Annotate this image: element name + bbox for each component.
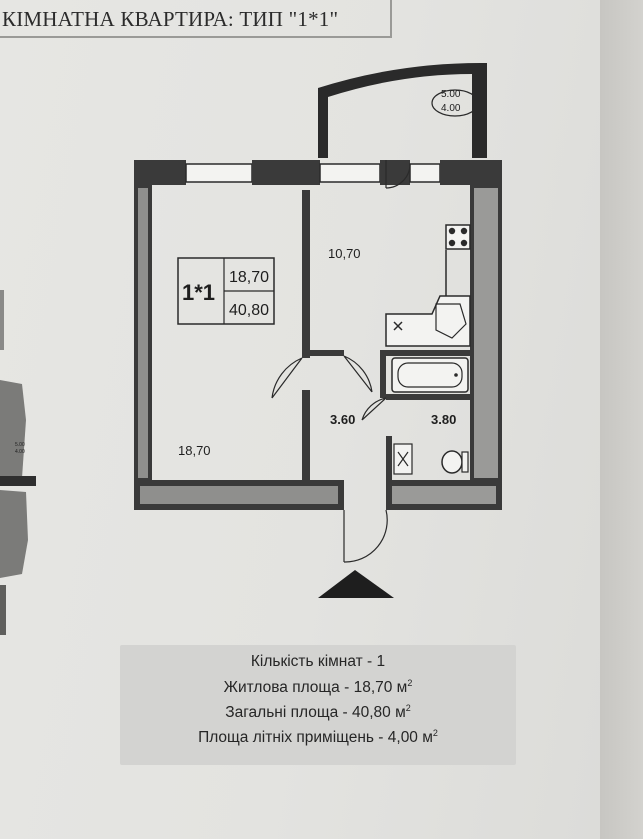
entrance-arrow-icon [318, 570, 394, 598]
apartment-type-label: 1*1 18,70 40,80 [177, 257, 275, 325]
neighbor-balcony-area-full: 5.00 [15, 442, 25, 448]
apartment-type: 1*1 [182, 280, 215, 305]
summer-area-line: Площа літніх приміщень - 4,00 м2 [198, 728, 438, 747]
bathroom-area: 3.80 [431, 412, 456, 427]
living-area-tag: 18,70 [229, 269, 269, 286]
doors [271, 160, 411, 563]
living-area-line: Житлова площа - 18,70 м2 [223, 678, 413, 697]
rooms-count: Кількість кімнат - 1 [250, 653, 386, 670]
total-area-line: Загальні площа - 40,80 м2 [225, 703, 411, 722]
summary-box: Кількість кімнат - 1 Житлова площа - 18,… [120, 645, 516, 765]
kitchen-area: 10,70 [328, 246, 361, 261]
bathroom-fixtures [391, 357, 469, 475]
title-box: КІМНАТНА КВАРТИРА: ТИП "1*1" [0, 0, 392, 38]
page-title: КІМНАТНА КВАРТИРА: ТИП "1*1" [2, 7, 339, 31]
paper-edge [600, 0, 643, 839]
hall-area: 3.60 [330, 412, 355, 427]
balcony-area-reduced: 4.00 [441, 103, 461, 114]
total-area-tag: 40,80 [229, 302, 269, 319]
interior-walls [302, 190, 472, 482]
exterior-walls [134, 160, 502, 510]
neighbor-balcony-area-reduced: 4.00 [15, 449, 25, 455]
living-room-area: 18,70 [178, 443, 211, 458]
balcony: 5.00 4.00 [318, 62, 487, 158]
kitchen-fixtures [385, 224, 471, 347]
balcony-area-full: 5.00 [441, 89, 461, 100]
neighbor-plan-fragment: 5.00 4.00 [0, 290, 36, 635]
